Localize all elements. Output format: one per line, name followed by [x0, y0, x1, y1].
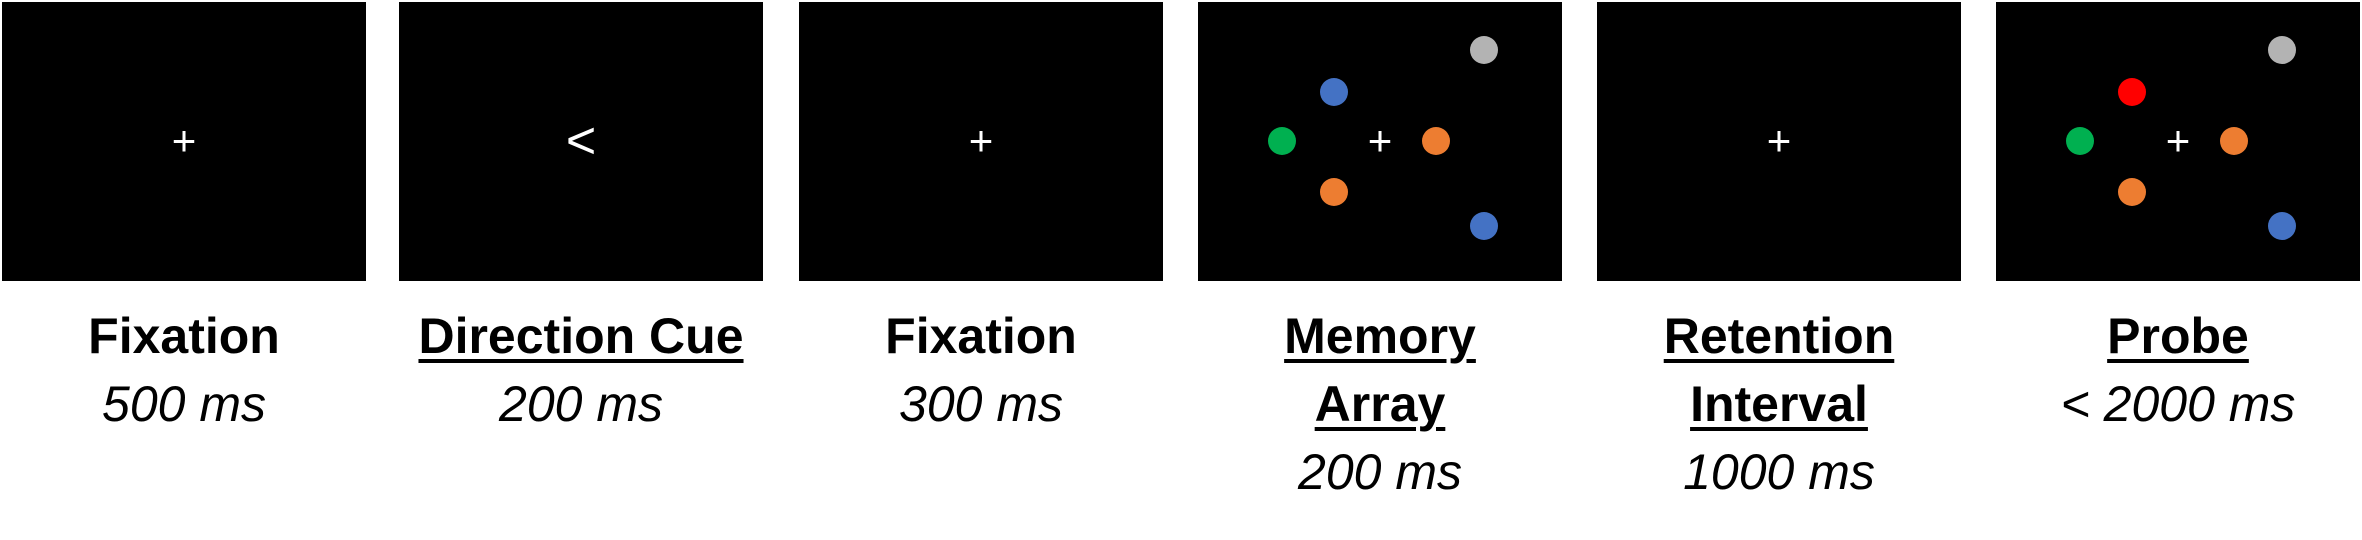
stage-duration: < 2000 ms	[2060, 376, 2296, 432]
fixation-cross: +	[1766, 117, 1792, 164]
probe-screen: +	[1996, 2, 2360, 281]
fixation-cross: +	[2165, 117, 2191, 164]
stage-caption-probe: Probe < 2000 ms	[1978, 302, 2362, 438]
stage-duration: 1000 ms	[1683, 444, 1875, 500]
direction-cue-arrow: <	[565, 112, 597, 170]
probe-item-blue	[2268, 212, 2296, 240]
memory-item-orange-right	[1422, 127, 1450, 155]
memory-item-blue-lower	[1470, 212, 1498, 240]
stage-caption-retention-interval: Retention Interval 1000 ms	[1579, 302, 1979, 506]
stage-duration: 500 ms	[102, 376, 266, 432]
stage-title: Probe	[2107, 308, 2249, 364]
memory-item-gray	[1470, 36, 1498, 64]
memory-array-screen: +	[1198, 2, 1562, 281]
retention-interval-screen: +	[1597, 2, 1961, 281]
stage-duration: 200 ms	[1298, 444, 1462, 500]
stage-duration: 200 ms	[499, 376, 663, 432]
stage-title: Fixation	[885, 308, 1077, 364]
probe-item-green	[2066, 127, 2094, 155]
stage-title-line-1: Memory	[1284, 308, 1476, 364]
fixation-cross: +	[1367, 117, 1393, 164]
stage-caption-memory-array: Memory Array 200 ms	[1180, 302, 1580, 506]
stage-title: Fixation	[88, 308, 280, 364]
direction-cue-screen: <	[399, 2, 763, 281]
stage-title-line-1: Retention	[1663, 308, 1895, 364]
memory-item-green	[1268, 127, 1296, 155]
probe-item-gray	[2268, 36, 2296, 64]
stage-caption-fixation-2: Fixation 300 ms	[781, 302, 1181, 438]
memory-item-orange-lower	[1320, 178, 1348, 206]
stage-duration: 300 ms	[899, 376, 1063, 432]
stage-title-line-2: Array	[1314, 376, 1446, 432]
fixation-screen-2: +	[799, 2, 1163, 281]
probe-item-orange-right	[2220, 127, 2248, 155]
memory-item-blue-upper	[1320, 78, 1348, 106]
fixation-cross: +	[171, 117, 197, 164]
stage-title-line-2: Interval	[1690, 376, 1868, 432]
fixation-cross: +	[968, 117, 994, 164]
fixation-screen-1: +	[2, 2, 366, 281]
probe-item-orange-lower	[2118, 178, 2146, 206]
stage-caption-direction-cue: Direction Cue 200 ms	[381, 302, 781, 438]
stage-caption-fixation-1: Fixation 500 ms	[0, 302, 384, 438]
stage-title: Direction Cue	[418, 308, 744, 364]
probe-item-red	[2118, 78, 2146, 106]
